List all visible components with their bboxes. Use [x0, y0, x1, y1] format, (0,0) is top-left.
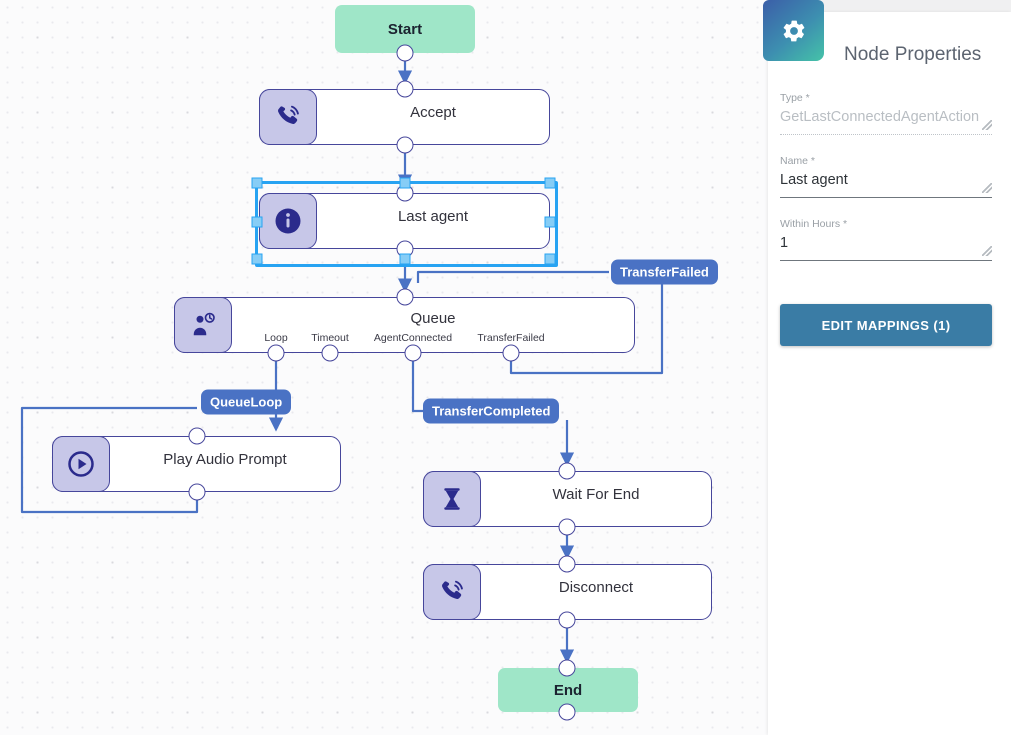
node-accept-label: Accept	[410, 104, 456, 121]
play-circle-icon	[52, 436, 110, 492]
port-wait-for-end-in[interactable]	[558, 462, 576, 480]
node-last-agent-body: Last agent	[317, 194, 549, 248]
port-disconnect-in[interactable]	[558, 555, 576, 573]
field-name-resize-handle[interactable]	[982, 183, 992, 193]
edge-label-queueloop[interactable]: QueueLoop	[201, 389, 292, 415]
node-wait-for-end-body: Wait For End	[481, 472, 711, 526]
port-queue-loop[interactable]	[267, 344, 285, 362]
port-start-out[interactable]	[396, 44, 414, 62]
phone-ring-icon	[259, 89, 317, 145]
field-type-underline	[780, 134, 992, 135]
gear-icon[interactable]	[763, 0, 824, 61]
node-wait-for-end-label: Wait For End	[552, 486, 640, 503]
node-wait-for-end[interactable]: Wait For End	[423, 471, 712, 527]
field-name-underline	[780, 197, 992, 198]
person-clock-icon	[174, 297, 232, 353]
node-queue[interactable]: Queue	[174, 297, 635, 353]
field-within-hours-underline	[780, 260, 992, 261]
field-name-value[interactable]: Last agent	[780, 172, 848, 188]
selection-handle-bc[interactable]	[399, 253, 411, 265]
port-queue-in[interactable]	[396, 288, 414, 306]
field-type: Type * GetLastConnectedAgentAction	[780, 92, 992, 135]
selection-handle-br[interactable]	[544, 253, 556, 265]
selection-handle-tl[interactable]	[251, 177, 263, 189]
port-queue-timeout[interactable]	[321, 344, 339, 362]
node-accept[interactable]: Accept	[259, 89, 550, 145]
field-within-hours-value[interactable]: 1	[780, 235, 789, 251]
port-accept-out[interactable]	[396, 136, 414, 154]
port-queue-transferfailed[interactable]	[502, 344, 520, 362]
port-label-timeout: Timeout	[311, 332, 349, 344]
node-play-audio-prompt-body: Play Audio Prompt	[110, 437, 340, 491]
field-within-hours-resize-handle[interactable]	[982, 246, 992, 256]
node-play-audio-prompt-label: Play Audio Prompt	[163, 451, 287, 468]
node-queue-label: Queue	[410, 310, 456, 327]
node-disconnect-body: Disconnect	[481, 565, 711, 619]
flow-canvas[interactable]: Start Accept	[0, 0, 768, 735]
page-title: Node Properties	[844, 44, 982, 65]
selection-handle-tr[interactable]	[544, 177, 556, 189]
port-label-transferfailed: TransferFailed	[477, 332, 545, 344]
node-last-agent-label: Last agent	[397, 208, 469, 225]
node-disconnect[interactable]: Disconnect	[423, 564, 712, 620]
selection-handle-tc[interactable]	[399, 177, 411, 189]
field-type-value: GetLastConnectedAgentAction	[780, 109, 980, 125]
node-last-agent[interactable]: Last agent	[259, 193, 550, 249]
field-within-hours[interactable]: Within Hours * 1	[780, 218, 992, 261]
port-accept-in[interactable]	[396, 80, 414, 98]
node-disconnect-label: Disconnect	[558, 579, 634, 596]
selection-handle-ml[interactable]	[251, 216, 263, 228]
port-wait-for-end-out[interactable]	[558, 518, 576, 536]
edge-label-transferfailed[interactable]: TransferFailed	[611, 259, 718, 285]
port-play-audio-in[interactable]	[188, 427, 206, 445]
field-name-label: Name *	[780, 155, 816, 167]
hourglass-icon	[423, 471, 481, 527]
info-icon	[259, 193, 317, 249]
port-label-loop: Loop	[264, 332, 288, 344]
node-play-audio-prompt[interactable]: Play Audio Prompt	[52, 436, 341, 492]
selection-handle-bl[interactable]	[251, 253, 263, 265]
port-disconnect-out[interactable]	[558, 611, 576, 629]
port-end-out[interactable]	[558, 703, 576, 721]
field-type-label: Type *	[780, 92, 810, 104]
port-end-in[interactable]	[558, 659, 576, 677]
edit-mappings-button[interactable]: EDIT MAPPINGS (1)	[780, 304, 992, 346]
phone-ring-icon	[423, 564, 481, 620]
field-type-resize-handle[interactable]	[982, 120, 992, 130]
node-accept-body: Accept	[317, 90, 549, 144]
node-properties-panel: Node Properties Type * GetLastConnectedA…	[763, 0, 1011, 735]
field-name[interactable]: Name * Last agent	[780, 155, 992, 198]
field-within-hours-label: Within Hours *	[780, 218, 848, 230]
selection-handle-mr[interactable]	[544, 216, 556, 228]
node-start-label: Start	[387, 20, 423, 38]
port-label-agentconnected: AgentConnected	[373, 332, 453, 344]
panel-top-strip	[768, 0, 1011, 12]
node-end-label: End	[553, 681, 583, 699]
panel-card: Node Properties Type * GetLastConnectedA…	[763, 0, 1011, 735]
node-queue-body: Queue	[232, 298, 634, 352]
edge-label-transfercompleted[interactable]: TransferCompleted	[423, 398, 560, 424]
port-play-audio-out[interactable]	[188, 483, 206, 501]
port-queue-agentconnected[interactable]	[404, 344, 422, 362]
